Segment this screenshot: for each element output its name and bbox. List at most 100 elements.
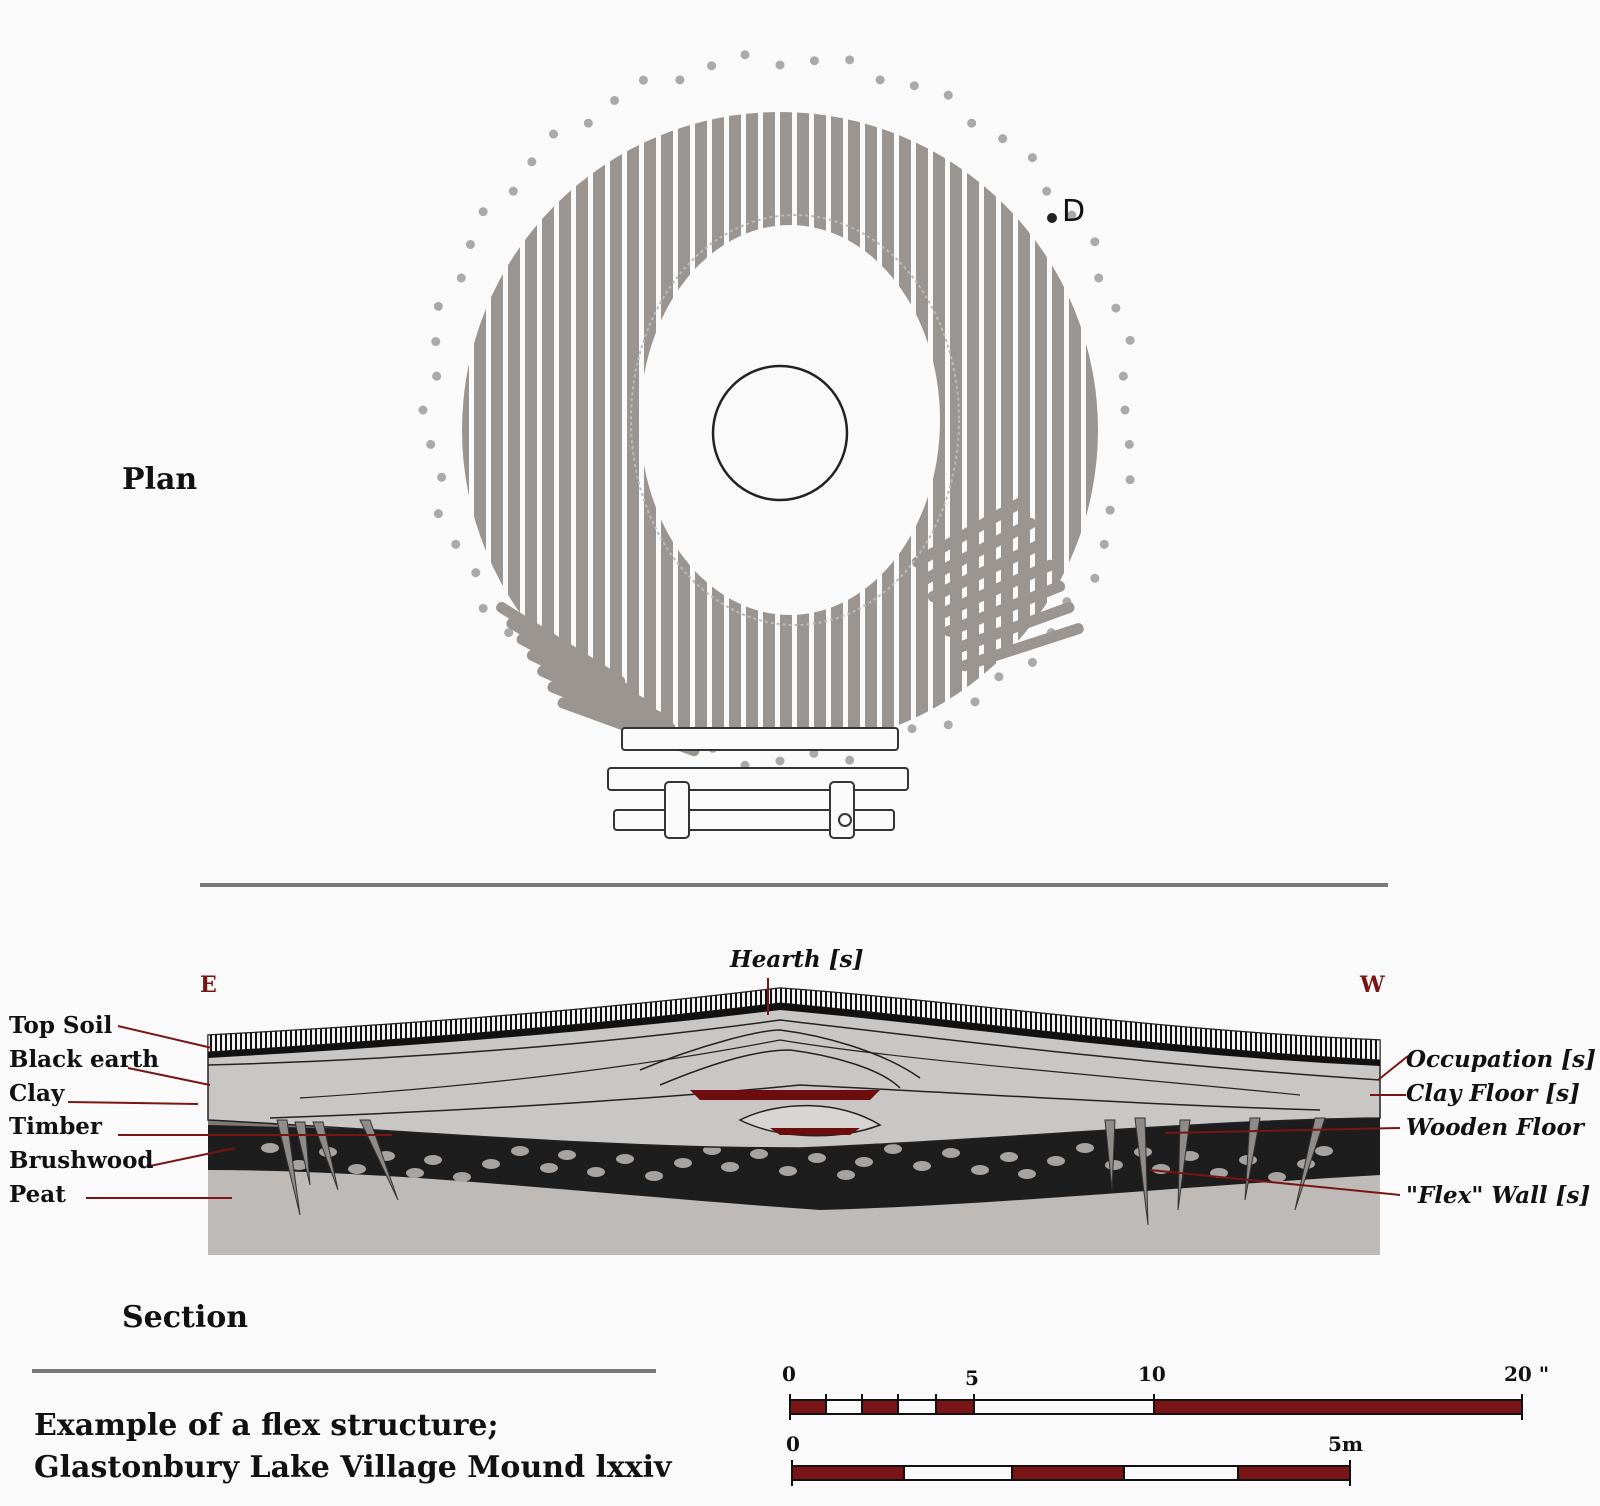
plan-post — [426, 439, 436, 449]
brushwood-stone — [855, 1157, 873, 1167]
brushwood-stone — [808, 1153, 826, 1163]
brushwood-stone — [1105, 1160, 1123, 1170]
plan-post — [845, 755, 855, 765]
lower-hearth — [770, 1128, 860, 1135]
plan-post — [471, 568, 481, 578]
plan-post — [967, 118, 977, 128]
plan-drawing — [418, 50, 1135, 839]
brushwood-stone — [482, 1159, 500, 1169]
plan-post — [508, 186, 518, 196]
plan-plank — [525, 112, 537, 748]
hearth-label: Hearth [s] — [730, 946, 864, 973]
plan-radial-plank — [911, 496, 1027, 568]
label-occupation: Occupation [s] — [1406, 1046, 1596, 1073]
plan-radial-plank — [919, 517, 1037, 585]
plan-plank — [1001, 112, 1013, 748]
plan-post — [504, 628, 514, 638]
plan-post — [610, 95, 620, 105]
plan-post — [809, 56, 819, 66]
plan-post — [1105, 505, 1115, 515]
layer-label-top-soil: Top Soil — [9, 1012, 113, 1039]
plan-post — [549, 129, 559, 139]
brushwood-stone — [1047, 1156, 1065, 1166]
brushwood-stone — [1268, 1172, 1286, 1182]
section-drawing — [67, 978, 1409, 1255]
plan-plank — [1035, 112, 1047, 748]
layer-label-brushwood: Brushwood — [9, 1147, 154, 1174]
plan-post — [1027, 153, 1037, 163]
imperial-tick-10: 10 — [1138, 1362, 1166, 1386]
layer-label-peat: Peat — [9, 1181, 66, 1208]
plan-post — [431, 337, 441, 347]
imperial-tick-5: 5 — [965, 1366, 979, 1390]
plan-plank — [1086, 112, 1098, 748]
plan-post — [433, 509, 443, 519]
plan-post — [1090, 237, 1100, 247]
label-clay-floor: Clay Floor [s] — [1406, 1080, 1580, 1107]
plan-radial-plank — [951, 601, 1075, 654]
plan-plank — [593, 112, 605, 748]
brushwood-stone — [884, 1144, 902, 1154]
plan-post — [970, 697, 980, 707]
plan-plank — [610, 112, 622, 748]
brushwood-stone — [540, 1163, 558, 1173]
plan-post — [1124, 439, 1134, 449]
plan-plank — [542, 112, 554, 748]
scale-bar-imperial — [789, 1394, 1523, 1420]
plan-plank — [1069, 112, 1081, 748]
flex-wall-stakes — [276, 1117, 1326, 1226]
brushwood-stone — [616, 1154, 634, 1164]
west-label: W — [1360, 972, 1385, 998]
plan-radial-planks — [496, 496, 1084, 757]
brushwood-stone — [721, 1162, 739, 1172]
brushwood-stone — [942, 1148, 960, 1158]
plan-post — [943, 720, 953, 730]
label-wooden-floor: Wooden Floor — [1406, 1114, 1584, 1141]
plan-plank — [491, 112, 503, 748]
layer-label-timber: Timber — [9, 1113, 103, 1140]
plan-marker-post — [1047, 213, 1057, 223]
plan-plank — [440, 60, 452, 760]
plan-post — [1067, 210, 1077, 220]
brushwood-stone — [424, 1155, 442, 1165]
caption-line-2: Glastonbury Lake Village Mound lxxiv — [34, 1450, 672, 1485]
brushwood-stone — [587, 1167, 605, 1177]
plan-post — [998, 134, 1008, 144]
imperial-tick-20: 20 " — [1504, 1362, 1550, 1386]
plan-post — [1125, 335, 1135, 345]
plan-post — [638, 75, 648, 85]
plan-post — [907, 724, 917, 734]
brushwood-stone — [1315, 1146, 1333, 1156]
layer-label-black-earth: Black earth — [9, 1046, 160, 1073]
brushwood-stone — [674, 1158, 692, 1168]
plan-post — [451, 539, 461, 549]
plan-plank — [627, 112, 639, 748]
plan-plank — [474, 112, 486, 748]
upper-hearth — [690, 1090, 880, 1100]
plan-post — [809, 748, 819, 758]
plan-post — [1120, 405, 1130, 415]
plan-post — [583, 118, 593, 128]
plan-post — [478, 207, 488, 217]
brushwood-stone — [750, 1149, 768, 1159]
metric-tick-5m: 5m — [1328, 1432, 1364, 1456]
section-heading: Section — [122, 1300, 249, 1335]
brushwood-stone — [290, 1160, 308, 1170]
metric-tick-0: 0 — [786, 1432, 800, 1456]
plan-plank — [1018, 112, 1030, 748]
plan-post — [465, 240, 475, 250]
brushwood-stone — [913, 1161, 931, 1171]
plan-post — [675, 75, 685, 85]
plan-post — [994, 672, 1004, 682]
plan-post — [943, 90, 953, 100]
plan-hearth-circle — [711, 364, 849, 502]
brushwood-stone — [837, 1170, 855, 1180]
plan-post — [1111, 303, 1121, 313]
east-label: E — [200, 972, 217, 998]
brushwood-stone — [406, 1168, 424, 1178]
flex-wall-stake — [1177, 1119, 1191, 1211]
plan-radial-plank — [959, 623, 1084, 672]
plan-post — [437, 472, 447, 482]
brushwood-stone — [1018, 1169, 1036, 1179]
